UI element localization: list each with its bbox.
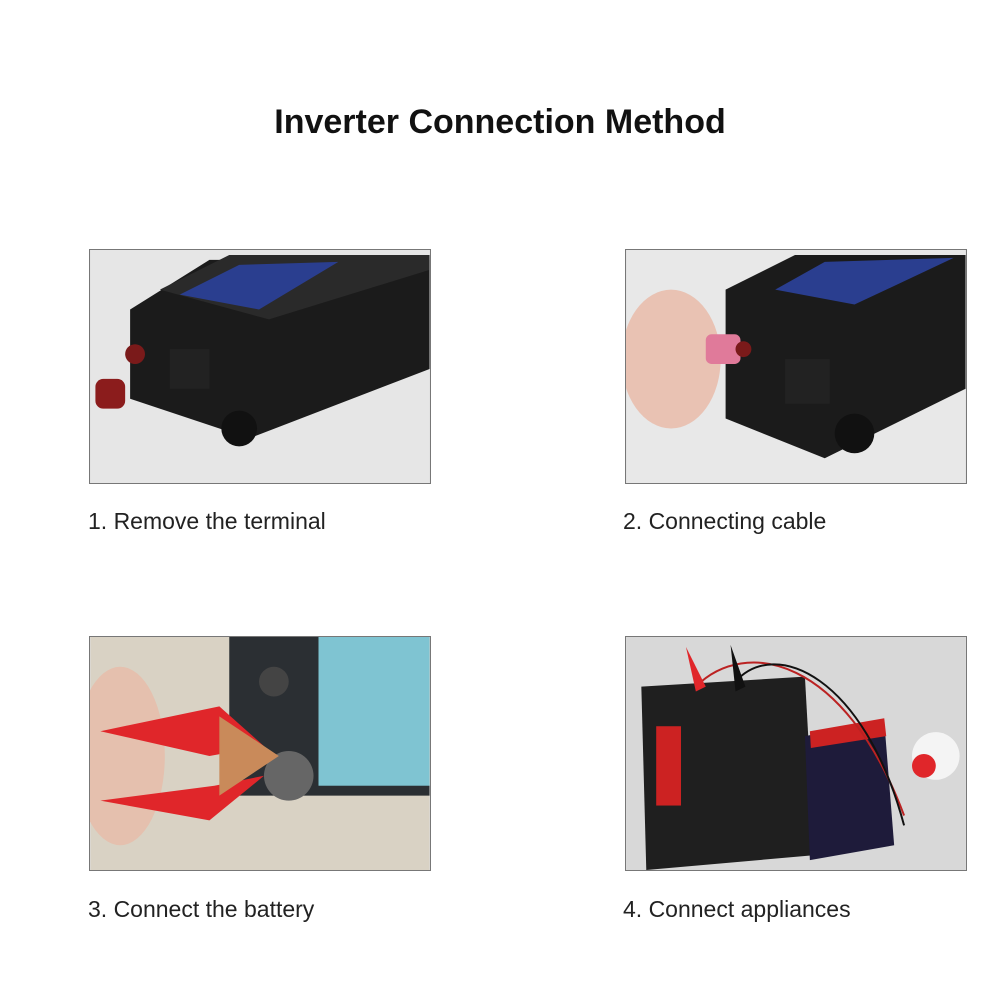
step-4-photo xyxy=(625,636,967,871)
step-3-photo xyxy=(89,636,431,871)
inverter-terminal-removed-image xyxy=(90,250,430,483)
step-1-photo xyxy=(89,249,431,484)
step-2-caption: 2. Connecting cable xyxy=(623,508,827,534)
battery-clamp-image xyxy=(90,637,430,870)
page-title: Inverter Connection Method xyxy=(274,103,726,141)
step-1-caption: 1. Remove the terminal xyxy=(88,508,326,534)
connecting-cable-image xyxy=(626,250,966,483)
step-4-caption: 4. Connect appliances xyxy=(623,896,851,922)
appliance-connection-image xyxy=(626,637,966,870)
step-2-photo xyxy=(625,249,967,484)
step-3-caption: 3. Connect the battery xyxy=(88,896,315,922)
